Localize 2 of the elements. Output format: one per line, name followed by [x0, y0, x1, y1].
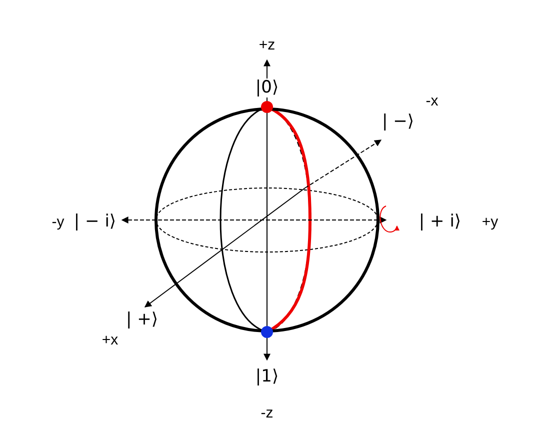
state-label: | +⟩ — [125, 310, 159, 330]
state-label: | −⟩ — [381, 112, 415, 132]
